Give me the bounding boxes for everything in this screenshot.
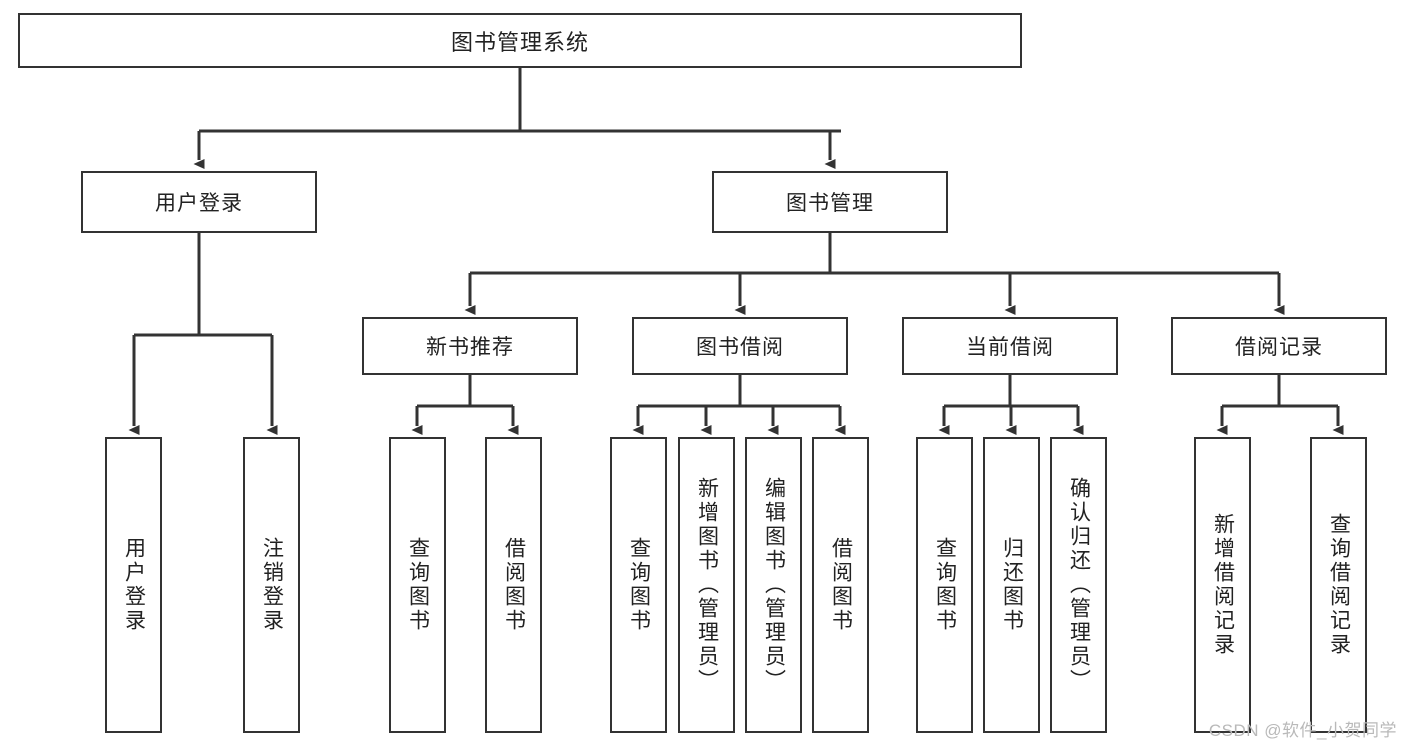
node-leaf-query-book-2[interactable]: 查询图书: [610, 437, 667, 733]
node-label: 查询图书: [406, 537, 430, 633]
node-borrow-record[interactable]: 借阅记录: [1171, 317, 1387, 375]
node-label: 查询图书: [933, 537, 957, 633]
node-label: 图书管理系统: [450, 29, 589, 55]
node-leaf-borrow-book-1[interactable]: 借阅图书: [485, 437, 542, 733]
node-new-book-recommend[interactable]: 新书推荐: [362, 317, 578, 375]
node-label: 归还图书: [1000, 537, 1024, 633]
node-root[interactable]: 图书管理系统: [18, 13, 1022, 68]
node-leaf-query-book-3[interactable]: 查询图书: [916, 437, 973, 733]
node-label: 用户登录: [155, 192, 243, 215]
node-leaf-user-login[interactable]: 用户登录: [105, 437, 162, 733]
node-book-manage[interactable]: 图书管理: [712, 171, 948, 233]
node-label: 新增借阅记录: [1211, 513, 1235, 657]
node-leaf-confirm-return[interactable]: 确认归还（管理员）: [1050, 437, 1107, 733]
node-label: 借阅图书: [502, 537, 526, 633]
node-leaf-user-logout[interactable]: 注销登录: [243, 437, 300, 733]
node-label: 查询借阅记录: [1327, 513, 1351, 657]
node-label: 查询图书: [627, 537, 651, 633]
node-current-borrow[interactable]: 当前借阅: [902, 317, 1118, 375]
node-label: 确认归还（管理员）: [1067, 477, 1091, 693]
node-book-borrow[interactable]: 图书借阅: [632, 317, 848, 375]
node-user-login[interactable]: 用户登录: [81, 171, 317, 233]
node-label: 借阅记录: [1235, 336, 1323, 359]
csdn-watermark: CSDN @软件_小贺同学: [1208, 721, 1397, 740]
node-label: 新书推荐: [426, 336, 514, 359]
node-label: 新增图书（管理员）: [695, 477, 719, 693]
node-label: 图书借阅: [696, 336, 784, 359]
node-leaf-edit-book[interactable]: 编辑图书（管理员）: [745, 437, 802, 733]
node-leaf-borrow-book-2[interactable]: 借阅图书: [812, 437, 869, 733]
node-leaf-add-book[interactable]: 新增图书（管理员）: [678, 437, 735, 733]
node-label: 注销登录: [260, 537, 284, 633]
node-leaf-query-book-1[interactable]: 查询图书: [389, 437, 446, 733]
node-label: 当前借阅: [966, 336, 1054, 359]
node-label: 借阅图书: [829, 537, 853, 633]
node-leaf-return-book[interactable]: 归还图书: [983, 437, 1040, 733]
node-leaf-query-record[interactable]: 查询借阅记录: [1310, 437, 1367, 733]
node-leaf-add-record[interactable]: 新增借阅记录: [1194, 437, 1251, 733]
node-label: 编辑图书（管理员）: [762, 477, 786, 693]
node-label: 图书管理: [786, 192, 874, 215]
node-label: 用户登录: [122, 537, 146, 633]
